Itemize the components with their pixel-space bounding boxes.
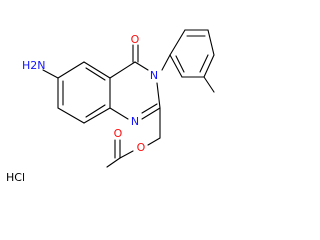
bond — [83, 107, 111, 124]
structure-svg: H2N O N N O O HCl — [6, 29, 215, 184]
bond — [169, 29, 186, 56]
salt-label: HCl — [6, 171, 25, 184]
bond — [161, 54, 171, 71]
bond — [119, 150, 134, 159]
bond — [141, 107, 161, 120]
bond — [134, 61, 149, 71]
bond — [85, 67, 106, 81]
ring-nitrogen-1-label: N — [131, 115, 139, 128]
bond — [203, 76, 215, 93]
bond — [203, 54, 215, 78]
bond — [141, 103, 158, 114]
bond — [106, 157, 121, 168]
bond — [156, 82, 161, 109]
bond — [57, 107, 85, 124]
ester-oxygen-label: O — [137, 141, 146, 154]
bond — [57, 61, 85, 79]
bond — [83, 61, 111, 79]
bonds — [42, 29, 215, 168]
atom-labels: H2N O N N O O HCl — [6, 33, 158, 184]
molecule-drawing: H2N O N N O O HCl — [6, 29, 215, 184]
bond — [175, 55, 185, 73]
bond — [147, 137, 161, 146]
bond — [109, 61, 136, 79]
amine-label: H2N — [22, 59, 46, 72]
ring-nitrogen-3-label: N — [150, 69, 158, 82]
bond — [42, 69, 59, 79]
bond — [169, 54, 183, 78]
bond — [109, 107, 129, 120]
bond — [207, 29, 215, 56]
bond — [85, 104, 106, 118]
acetyl-oxygen-label: O — [114, 127, 123, 140]
bond — [199, 54, 209, 73]
carbonyl-oxygen-label: O — [131, 33, 140, 46]
